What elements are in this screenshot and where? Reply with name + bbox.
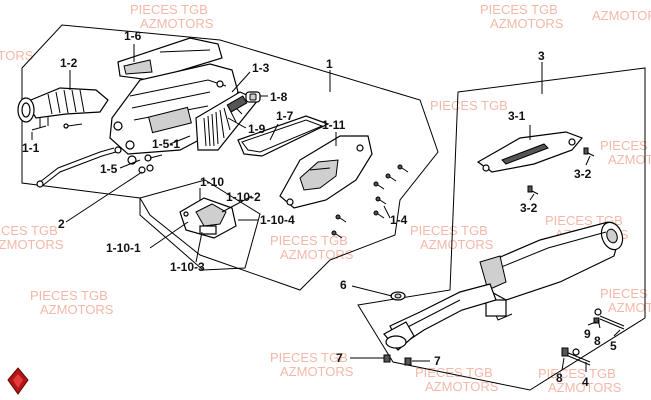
air-box-top-cover [117, 37, 223, 81]
callout-3-2-bottom: 3-2 [520, 201, 538, 215]
callout-3-2-top: 3-2 [574, 167, 592, 181]
air-filter-element [195, 91, 259, 151]
group-outlines [21, 24, 646, 391]
watermark-text: PIECES TGB [600, 138, 651, 153]
watermark-text: AZMOTORS [280, 364, 354, 379]
watermark-text: AZMOTORS [425, 379, 499, 394]
watermark-text: AZMOTORS [40, 302, 114, 317]
watermark-text: AZMOTORS [592, 8, 651, 23]
callout-1-9: 1-9 [248, 122, 266, 136]
callout-1-8: 1-8 [270, 90, 288, 104]
breather-hose [36, 146, 122, 188]
exhaust-nuts [383, 354, 412, 366]
callout-4: 4 [582, 375, 589, 389]
watermark-text: PIECES TGB [410, 223, 488, 238]
watermark-text: AZMOTORS [280, 247, 354, 262]
clamp-2 [138, 164, 154, 174]
callout-1-7: 1-7 [276, 109, 294, 123]
watermark-text: AZMOTORS [140, 16, 214, 31]
watermark-text: PIECES TGB [30, 288, 108, 303]
callout-6: 6 [340, 278, 347, 292]
brand-logo [7, 367, 29, 395]
watermark-text: AZMOTORS [608, 152, 651, 167]
cover-screws [331, 164, 409, 239]
watermark-text: AZMOTORS [0, 237, 64, 252]
exhaust-group-outline [357, 67, 646, 391]
callout-1-6: 1-6 [124, 29, 142, 43]
leader-lines [31, 44, 621, 372]
watermark-text: AZMOTORS [608, 300, 651, 315]
valve-sub-assembly [179, 197, 237, 239]
watermark-text: AZMOTORS [548, 380, 622, 395]
watermark-text: AZMOTORS [420, 237, 494, 252]
air-box-cover [279, 135, 373, 209]
rubber-grommet [245, 91, 261, 103]
callout-1-4: 1-4 [390, 213, 408, 227]
callout-7-left: 7 [336, 351, 343, 365]
muffler-bolts [561, 308, 625, 366]
callout-1-5: 1-5 [100, 162, 118, 176]
watermark-text: PIECES TGB [480, 2, 558, 17]
watermark-text: PIECES TGB [600, 286, 651, 301]
callout-1-10-1: 1-10-1 [106, 241, 141, 255]
watermark-text: PIECES TGB [270, 350, 348, 365]
watermark-text: AZMOTORS [490, 16, 564, 31]
watermark-text: PIECES TGB [270, 233, 348, 248]
heat-shield [476, 131, 584, 173]
callout-1-11: 1-11 [322, 118, 346, 132]
callout-5: 5 [610, 339, 617, 353]
exhaust-gasket [390, 291, 406, 301]
callout-labels: 1-6 1-2 1-3 1-8 1-9 1-7 1 1-11 1-5-1 1-1… [22, 29, 617, 389]
watermark-text: PIECES TGB [130, 2, 208, 17]
intake-duct [17, 87, 109, 123]
callout-1-2: 1-2 [60, 56, 78, 70]
watermark-text: PIECES TGB [415, 365, 493, 380]
callout-1-3: 1-3 [252, 61, 270, 75]
callout-1-10-2: 1-10-2 [226, 190, 261, 204]
callout-1-10: 1-10 [200, 175, 224, 189]
air-filter-group-outline [21, 24, 439, 291]
watermark-text: PIECES TGB [538, 366, 616, 381]
sub-assembly-1-10-outline [139, 179, 261, 271]
callout-2: 2 [58, 217, 65, 231]
callout-1-10-4: 1-10-4 [260, 213, 295, 227]
clamp-screws [39, 116, 83, 129]
callout-8-right: 8 [594, 334, 601, 348]
exhaust-pipe [383, 283, 497, 351]
callout-3-1: 3-1 [508, 109, 526, 123]
heat-shield-screws [527, 147, 595, 195]
watermark-text: PIECES TGB [430, 98, 508, 113]
watermark-text: AZMOTORS [0, 48, 34, 63]
watermark-text: PIECES TGB [0, 223, 58, 238]
muffler [479, 221, 624, 321]
cover-gasket [237, 115, 330, 157]
callout-3: 3 [538, 49, 545, 63]
callout-1-5-1: 1-5-1 [152, 137, 180, 151]
callout-8-bottom: 8 [556, 371, 563, 385]
callout-7-right: 7 [434, 354, 441, 368]
callout-9: 9 [584, 327, 591, 341]
callout-1-1: 1-1 [22, 141, 40, 155]
callout-1-10-3: 1-10-3 [170, 260, 205, 274]
callout-1: 1 [326, 57, 333, 71]
